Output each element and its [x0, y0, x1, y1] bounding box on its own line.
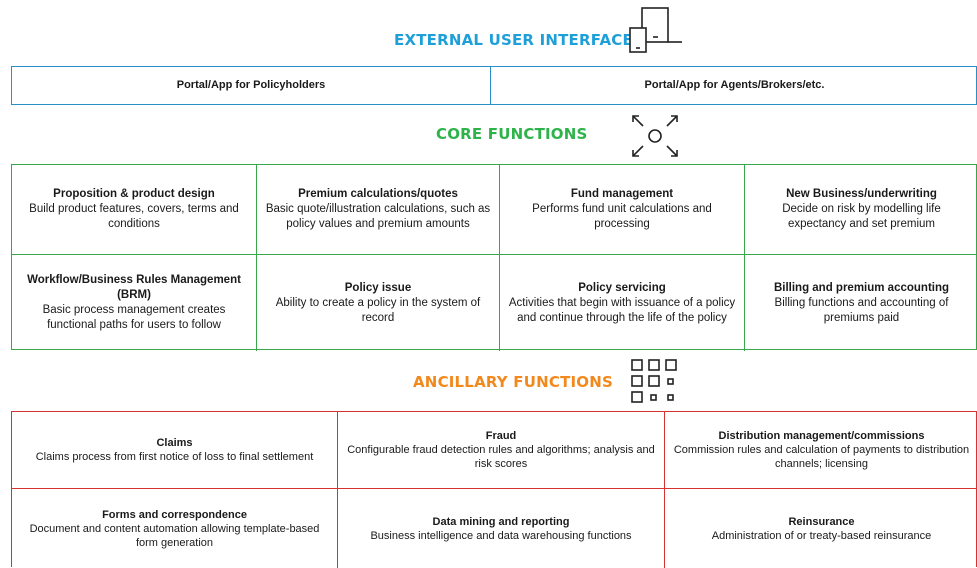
item-title: Fraud — [485, 430, 517, 442]
core-functions-grid: Proposition & product design Build produ… — [11, 164, 977, 351]
item-description: Ability to create a policy in the system… — [275, 296, 481, 324]
external-interfaces-grid: Portal/App for Policyholders Portal/App … — [11, 66, 977, 105]
item-title: Portal/App for Policyholders — [176, 79, 326, 91]
ancillary-item-claims: Claims Claims process from first notice … — [12, 412, 338, 489]
external-item-policyholders: Portal/App for Policyholders — [12, 67, 491, 104]
item-title: Forms and correspondence — [102, 508, 247, 521]
item-description: Billing functions and accounting of prem… — [774, 296, 949, 324]
core-item-workflow-brm: Workflow/Business Rules Management (BRM)… — [12, 255, 257, 351]
core-section-title: CORE FUNCTIONS — [436, 125, 588, 143]
item-description: Activities that begin with issuance of a… — [508, 296, 736, 324]
ancillary-item-forms: Forms and correspondence Document and co… — [12, 489, 338, 568]
core-item-policy-issue: Policy issue Ability to create a policy … — [257, 255, 500, 351]
core-item-product-design: Proposition & product design Build produ… — [12, 165, 257, 255]
grid-squares-icon — [631, 359, 677, 403]
item-description: Performs fund unit calculations and proc… — [532, 203, 712, 230]
external-section-title: EXTERNAL USER INTERFACES — [394, 31, 644, 49]
item-description: Administration of or treaty-based reinsu… — [711, 529, 932, 542]
external-item-agents: Portal/App for Agents/Brokers/etc. — [491, 67, 977, 104]
item-description: Decide on risk by modelling life expecta… — [782, 203, 941, 230]
item-title: Fund management — [570, 188, 674, 200]
item-title: Policy servicing — [578, 281, 666, 294]
core-item-premium-calculations: Premium calculations/quotes Basic quote/… — [257, 165, 500, 255]
devices-icon — [629, 7, 682, 53]
item-title: Policy issue — [344, 281, 412, 294]
item-description: Business intelligence and data warehousi… — [370, 529, 632, 542]
item-title: Claims — [156, 437, 193, 449]
item-description: Claims process from first notice of loss… — [35, 451, 314, 463]
item-description: Commission rules and calculation of paym… — [673, 444, 970, 470]
core-item-new-business: New Business/underwriting Decide on risk… — [745, 165, 977, 255]
ancillary-item-fraud: Fraud Configurable fraud detection rules… — [338, 412, 665, 489]
item-title: Data mining and reporting — [432, 515, 570, 528]
item-title: Workflow/Business Rules Management (BRM) — [27, 274, 241, 301]
item-title: Billing and premium accounting — [773, 281, 950, 294]
item-title: Proposition & product design — [53, 188, 215, 200]
ancillary-item-data-mining: Data mining and reporting Business intel… — [338, 489, 665, 568]
item-title: Premium calculations/quotes — [298, 188, 458, 200]
item-title: Portal/App for Agents/Brokers/etc. — [644, 79, 825, 91]
item-title: Reinsurance — [788, 515, 855, 528]
ancillary-functions-grid: Claims Claims process from first notice … — [11, 411, 977, 568]
ancillary-item-reinsurance: Reinsurance Administration of or treaty-… — [665, 489, 977, 568]
ancillary-section-title: ANCILLARY FUNCTIONS — [413, 373, 614, 391]
ancillary-item-distribution: Distribution management/commissions Comm… — [665, 412, 977, 489]
item-title: Distribution management/commissions — [718, 430, 925, 442]
core-item-billing: Billing and premium accounting Billing f… — [745, 255, 977, 351]
item-description: Basic quote/illustration calculations, s… — [265, 203, 491, 230]
item-title: New Business/underwriting — [786, 188, 937, 200]
core-item-policy-servicing: Policy servicing Activities that begin w… — [500, 255, 745, 351]
focus-expand-icon — [632, 115, 678, 157]
item-description: Configurable fraud detection rules and a… — [347, 444, 655, 470]
item-description: Basic process management creates functio… — [42, 304, 226, 331]
item-description: Document and content automation allowing… — [29, 522, 320, 549]
item-description: Build product features, covers, terms an… — [29, 203, 239, 230]
core-item-fund-management: Fund management Performs fund unit calcu… — [500, 165, 745, 255]
